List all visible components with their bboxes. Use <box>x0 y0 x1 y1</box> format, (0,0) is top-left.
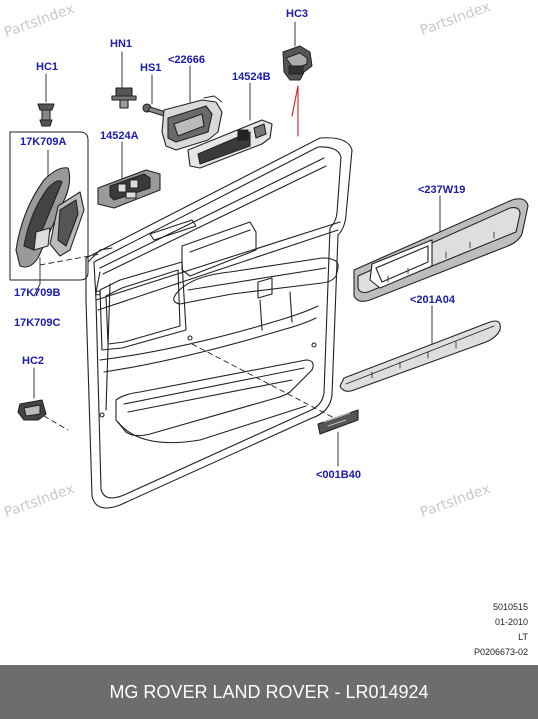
footer-bar: MG ROVER LAND ROVER - LR014924 <box>0 665 538 719</box>
label-237w19: <237W19 <box>418 184 466 196</box>
hs1-screw <box>142 103 167 117</box>
red-leader-lines <box>291 85 299 137</box>
label-17k709a: 17K709A <box>20 136 67 148</box>
door-trim-panel <box>85 137 353 509</box>
label-hn1: HN1 <box>110 38 133 50</box>
hc3-clip <box>282 45 313 81</box>
label-001b40: <001B40 <box>316 469 361 481</box>
meta-side: LT <box>518 632 528 642</box>
leader-lines-dashed <box>39 253 339 431</box>
meta-date: 01-2010 <box>494 617 528 627</box>
label-14524a: 14524A <box>100 130 139 142</box>
leader-lines-solid <box>33 21 441 467</box>
lower-trim-strip <box>339 320 501 392</box>
label-hc3: HC3 <box>286 8 309 20</box>
meta-code: 5010515 <box>492 602 528 612</box>
grab-handle-insert <box>15 167 85 268</box>
hn1-fastener <box>111 87 137 109</box>
drawing-metadata: 5010515 01-2010 LT P0206673-02 <box>474 600 528 660</box>
badge-plate <box>317 409 359 435</box>
switch-bezel-right <box>187 119 273 169</box>
door-trim-drawing <box>9 21 529 509</box>
hc1-clip <box>37 103 55 127</box>
label-17k709c: 17K709C <box>14 317 61 329</box>
label-22666: <22666 <box>168 54 206 66</box>
footer-title: MG ROVER LAND ROVER - LR014924 <box>109 681 429 702</box>
label-14524b: 14524B <box>232 71 271 83</box>
parts-diagram: PartsIndex PartsIndex PartsIndex PartsIn… <box>2 0 529 660</box>
label-hc2: HC2 <box>22 355 45 367</box>
window-switch-pack <box>97 169 161 209</box>
hc2-clip <box>17 399 47 421</box>
upper-trim-strip <box>353 198 529 302</box>
label-201a04: <201A04 <box>410 294 455 306</box>
meta-drawing-number: P0206673-02 <box>473 647 528 657</box>
label-17k709b: 17K709B <box>14 287 61 299</box>
interior-handle-housing <box>161 95 223 151</box>
group-bracket <box>9 131 89 281</box>
label-hs1: HS1 <box>140 62 162 74</box>
label-hc1: HC1 <box>36 61 59 73</box>
